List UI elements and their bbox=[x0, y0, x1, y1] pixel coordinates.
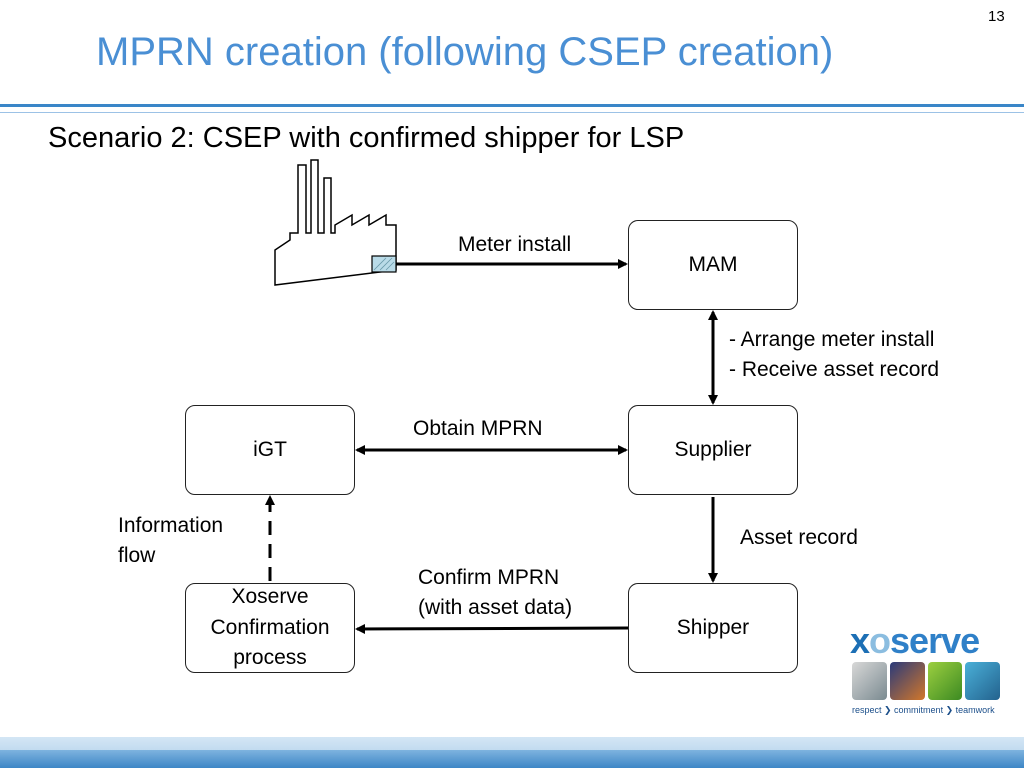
label-info-line-2: flow bbox=[118, 544, 156, 568]
label-asset-record: Asset record bbox=[740, 526, 858, 549]
logo-x: x bbox=[850, 620, 870, 661]
xoserve-line-2: Confirmation bbox=[210, 615, 330, 639]
label-arrange-line-2: - Receive asset record bbox=[729, 358, 940, 382]
label-arrange-receive: - Arrange meter install - Receive asset … bbox=[729, 325, 939, 386]
label-meter-install: Meter install bbox=[458, 233, 572, 256]
xoserve-logo: xoserve respect ❯ commitment ❯ teamwork bbox=[848, 620, 1008, 720]
title-divider-thin bbox=[0, 112, 1024, 113]
logo-tile-flame-icon bbox=[889, 662, 925, 700]
logo-serve: serve bbox=[890, 620, 980, 661]
label-info-line-1: Information bbox=[118, 514, 224, 537]
scenario-subtitle: Scenario 2: CSEP with confirmed shipper … bbox=[48, 122, 685, 154]
logo-tile-leaf-icon bbox=[927, 662, 963, 700]
page-number: 13 bbox=[988, 8, 1005, 25]
logo-tile-circuit-icon bbox=[965, 662, 1000, 700]
node-xoserve-confirmation: Xoserve Confirmation process bbox=[185, 583, 355, 673]
node-igt: iGT bbox=[185, 405, 355, 495]
label-confirm-line-1: Confirm MPRN bbox=[418, 566, 560, 589]
node-supplier: Supplier bbox=[628, 405, 798, 495]
logo-tagline: respect ❯ commitment ❯ teamwork bbox=[852, 705, 995, 715]
factory-icon bbox=[274, 159, 397, 286]
logo-image-tiles bbox=[852, 662, 1000, 700]
node-shipper: Shipper bbox=[628, 583, 798, 673]
label-arrange-line-1: - Arrange meter install bbox=[729, 328, 935, 351]
xoserve-line-1: Xoserve bbox=[231, 585, 309, 609]
logo-tile-meter-icon bbox=[852, 662, 887, 700]
label-confirm-mprn: Confirm MPRN (with asset data) bbox=[418, 563, 572, 624]
label-information-flow: Information flow bbox=[118, 511, 223, 572]
arrow-confirm-mprn bbox=[355, 623, 629, 634]
label-obtain-mprn: Obtain MPRN bbox=[413, 417, 543, 440]
label-confirm-line-2: (with asset data) bbox=[418, 596, 573, 620]
slide-title: MPRN creation (following CSEP creation) bbox=[96, 30, 834, 74]
xoserve-line-3: process bbox=[233, 646, 307, 670]
node-mam: MAM bbox=[628, 220, 798, 310]
title-divider bbox=[0, 104, 1024, 107]
meter-hatch bbox=[373, 257, 395, 271]
logo-wordmark: xoserve bbox=[850, 620, 980, 662]
meter-icon bbox=[371, 255, 397, 273]
logo-o: o bbox=[869, 620, 891, 661]
footer-band-dark bbox=[0, 750, 1024, 768]
